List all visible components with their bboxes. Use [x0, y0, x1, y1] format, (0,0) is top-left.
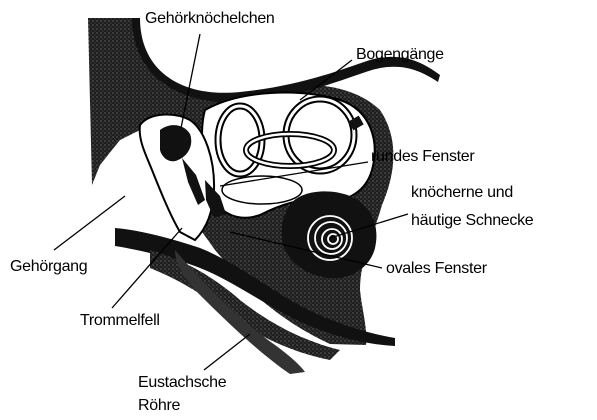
label-eardrum: Trommelfell: [80, 312, 160, 330]
label-cochlea-line1: knöcherne und: [411, 184, 513, 202]
label-cochlea-line2: häutige Schnecke: [411, 212, 533, 230]
label-oval-window: ovales Fenster: [386, 260, 487, 278]
label-semicircular-canals: Bogengänge: [356, 46, 444, 64]
label-eustachian-line2: Röhre: [138, 397, 180, 415]
label-eustachian-line1: Eustachsche: [138, 374, 226, 392]
label-round-window: rundes Fenster: [371, 148, 474, 166]
label-ear-canal: Gehörgang: [10, 258, 87, 276]
label-ossicles: Gehörknöchelchen: [145, 10, 275, 28]
vestibule: [222, 176, 302, 204]
